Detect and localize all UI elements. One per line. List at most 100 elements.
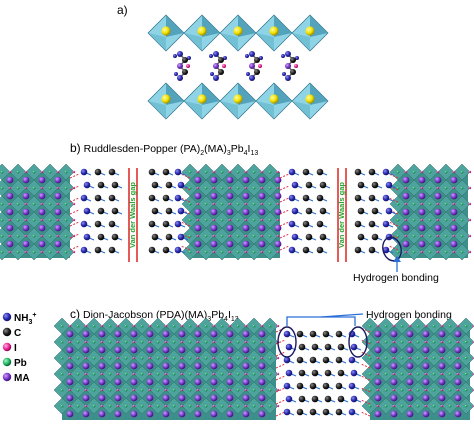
carbon-atom <box>354 220 362 228</box>
pb-atom <box>416 404 420 408</box>
ma-cation <box>210 224 218 232</box>
ma-cation <box>22 192 30 200</box>
i-atom <box>40 186 44 190</box>
pb-atom <box>268 218 272 222</box>
carbon-atom <box>371 233 379 241</box>
ma-cation <box>450 224 458 232</box>
pb-atom <box>416 356 420 360</box>
i-atom <box>116 388 120 392</box>
carbon-atom <box>382 168 390 176</box>
vdw-gap-label-right: Van der Waals gap <box>337 182 346 248</box>
i-atom <box>404 186 408 190</box>
pb-atom <box>460 186 464 190</box>
carbon-atom <box>291 181 299 189</box>
i-atom <box>100 372 104 376</box>
carbon-atom <box>148 220 156 228</box>
ma-cation <box>374 362 382 370</box>
pb-atom <box>464 372 468 376</box>
carbon-atom <box>177 181 185 189</box>
octahedron-shade <box>184 101 202 119</box>
spacer-h-atom <box>295 56 299 60</box>
pb-atom <box>428 202 432 206</box>
pb-atom <box>252 202 256 206</box>
i-atom <box>100 356 104 360</box>
ma-cation <box>194 362 202 370</box>
pb-atom <box>60 324 64 328</box>
ma-cation <box>418 240 426 248</box>
pb-atom <box>416 340 420 344</box>
pb-atom <box>233 94 243 104</box>
ma-cation <box>38 192 46 200</box>
carbon-atom <box>385 181 393 189</box>
pb-atom <box>48 218 52 222</box>
i-atom <box>228 356 232 360</box>
i-atom <box>276 372 280 376</box>
i-atom <box>408 324 412 328</box>
legend-label-base: MA <box>14 373 30 384</box>
pb-atom <box>108 404 112 408</box>
pb-atom <box>416 324 420 328</box>
pb-atom <box>384 340 388 344</box>
i-atom <box>276 234 280 238</box>
i-atom <box>260 202 264 206</box>
legend-label-base: C <box>14 328 21 339</box>
carbon-atom <box>316 168 324 176</box>
legend-item: MA <box>2 372 30 384</box>
ma-cation <box>258 410 266 418</box>
ma-cation <box>450 208 458 216</box>
i-atom <box>212 388 216 392</box>
i-atom <box>180 372 184 376</box>
ma-cation <box>374 346 382 354</box>
ma-cation <box>418 208 426 216</box>
pb-atom <box>204 250 208 254</box>
i-atom <box>24 250 28 254</box>
pb-atom <box>269 26 279 36</box>
i-atom <box>196 186 200 190</box>
i-atom <box>212 324 216 328</box>
carbon-atom <box>177 207 185 215</box>
legend-item: Pb <box>2 357 27 369</box>
carbon-atom <box>111 207 119 215</box>
organic-column-c <box>335 330 349 416</box>
ma-cation <box>258 346 266 354</box>
i-atom <box>196 234 200 238</box>
i-atom <box>148 372 152 376</box>
i-atom <box>260 404 264 408</box>
carbon-atom <box>354 168 362 176</box>
spacer-c-atom <box>254 69 260 75</box>
ma-cation <box>258 192 266 200</box>
i-atom <box>228 186 232 190</box>
carbon-atom <box>111 233 119 241</box>
i-atom <box>408 356 412 360</box>
i-atom <box>72 170 76 174</box>
ma-cation <box>210 176 218 184</box>
i-atom <box>164 324 168 328</box>
i-atom <box>24 170 28 174</box>
i-atom <box>212 356 216 360</box>
pb-atom <box>172 372 176 376</box>
organic-column-b <box>162 168 177 254</box>
legend-label-base: Pb <box>14 358 27 369</box>
i-atom <box>260 250 264 254</box>
carbon-atom <box>174 246 182 254</box>
pb-atom <box>428 218 432 222</box>
ma-cation <box>66 346 74 354</box>
spacer-h-atom <box>282 72 286 76</box>
ma-cation <box>438 410 446 418</box>
i-atom <box>404 250 408 254</box>
carbon-atom <box>162 220 170 228</box>
ma-cation <box>242 224 250 232</box>
ma-cation <box>178 410 186 418</box>
organic-column-c <box>348 330 362 416</box>
pb-atom <box>124 388 128 392</box>
carbon-atom <box>357 181 365 189</box>
carbon-atom <box>302 220 310 228</box>
ma-cation <box>422 394 430 402</box>
panel-b-inorganic-slabs <box>0 163 472 261</box>
hbond-line <box>360 363 371 369</box>
ma-cation <box>242 240 250 248</box>
ma-cation <box>66 394 74 402</box>
pb-atom <box>32 234 36 238</box>
i-atom <box>180 388 184 392</box>
pb-atom <box>268 340 272 344</box>
